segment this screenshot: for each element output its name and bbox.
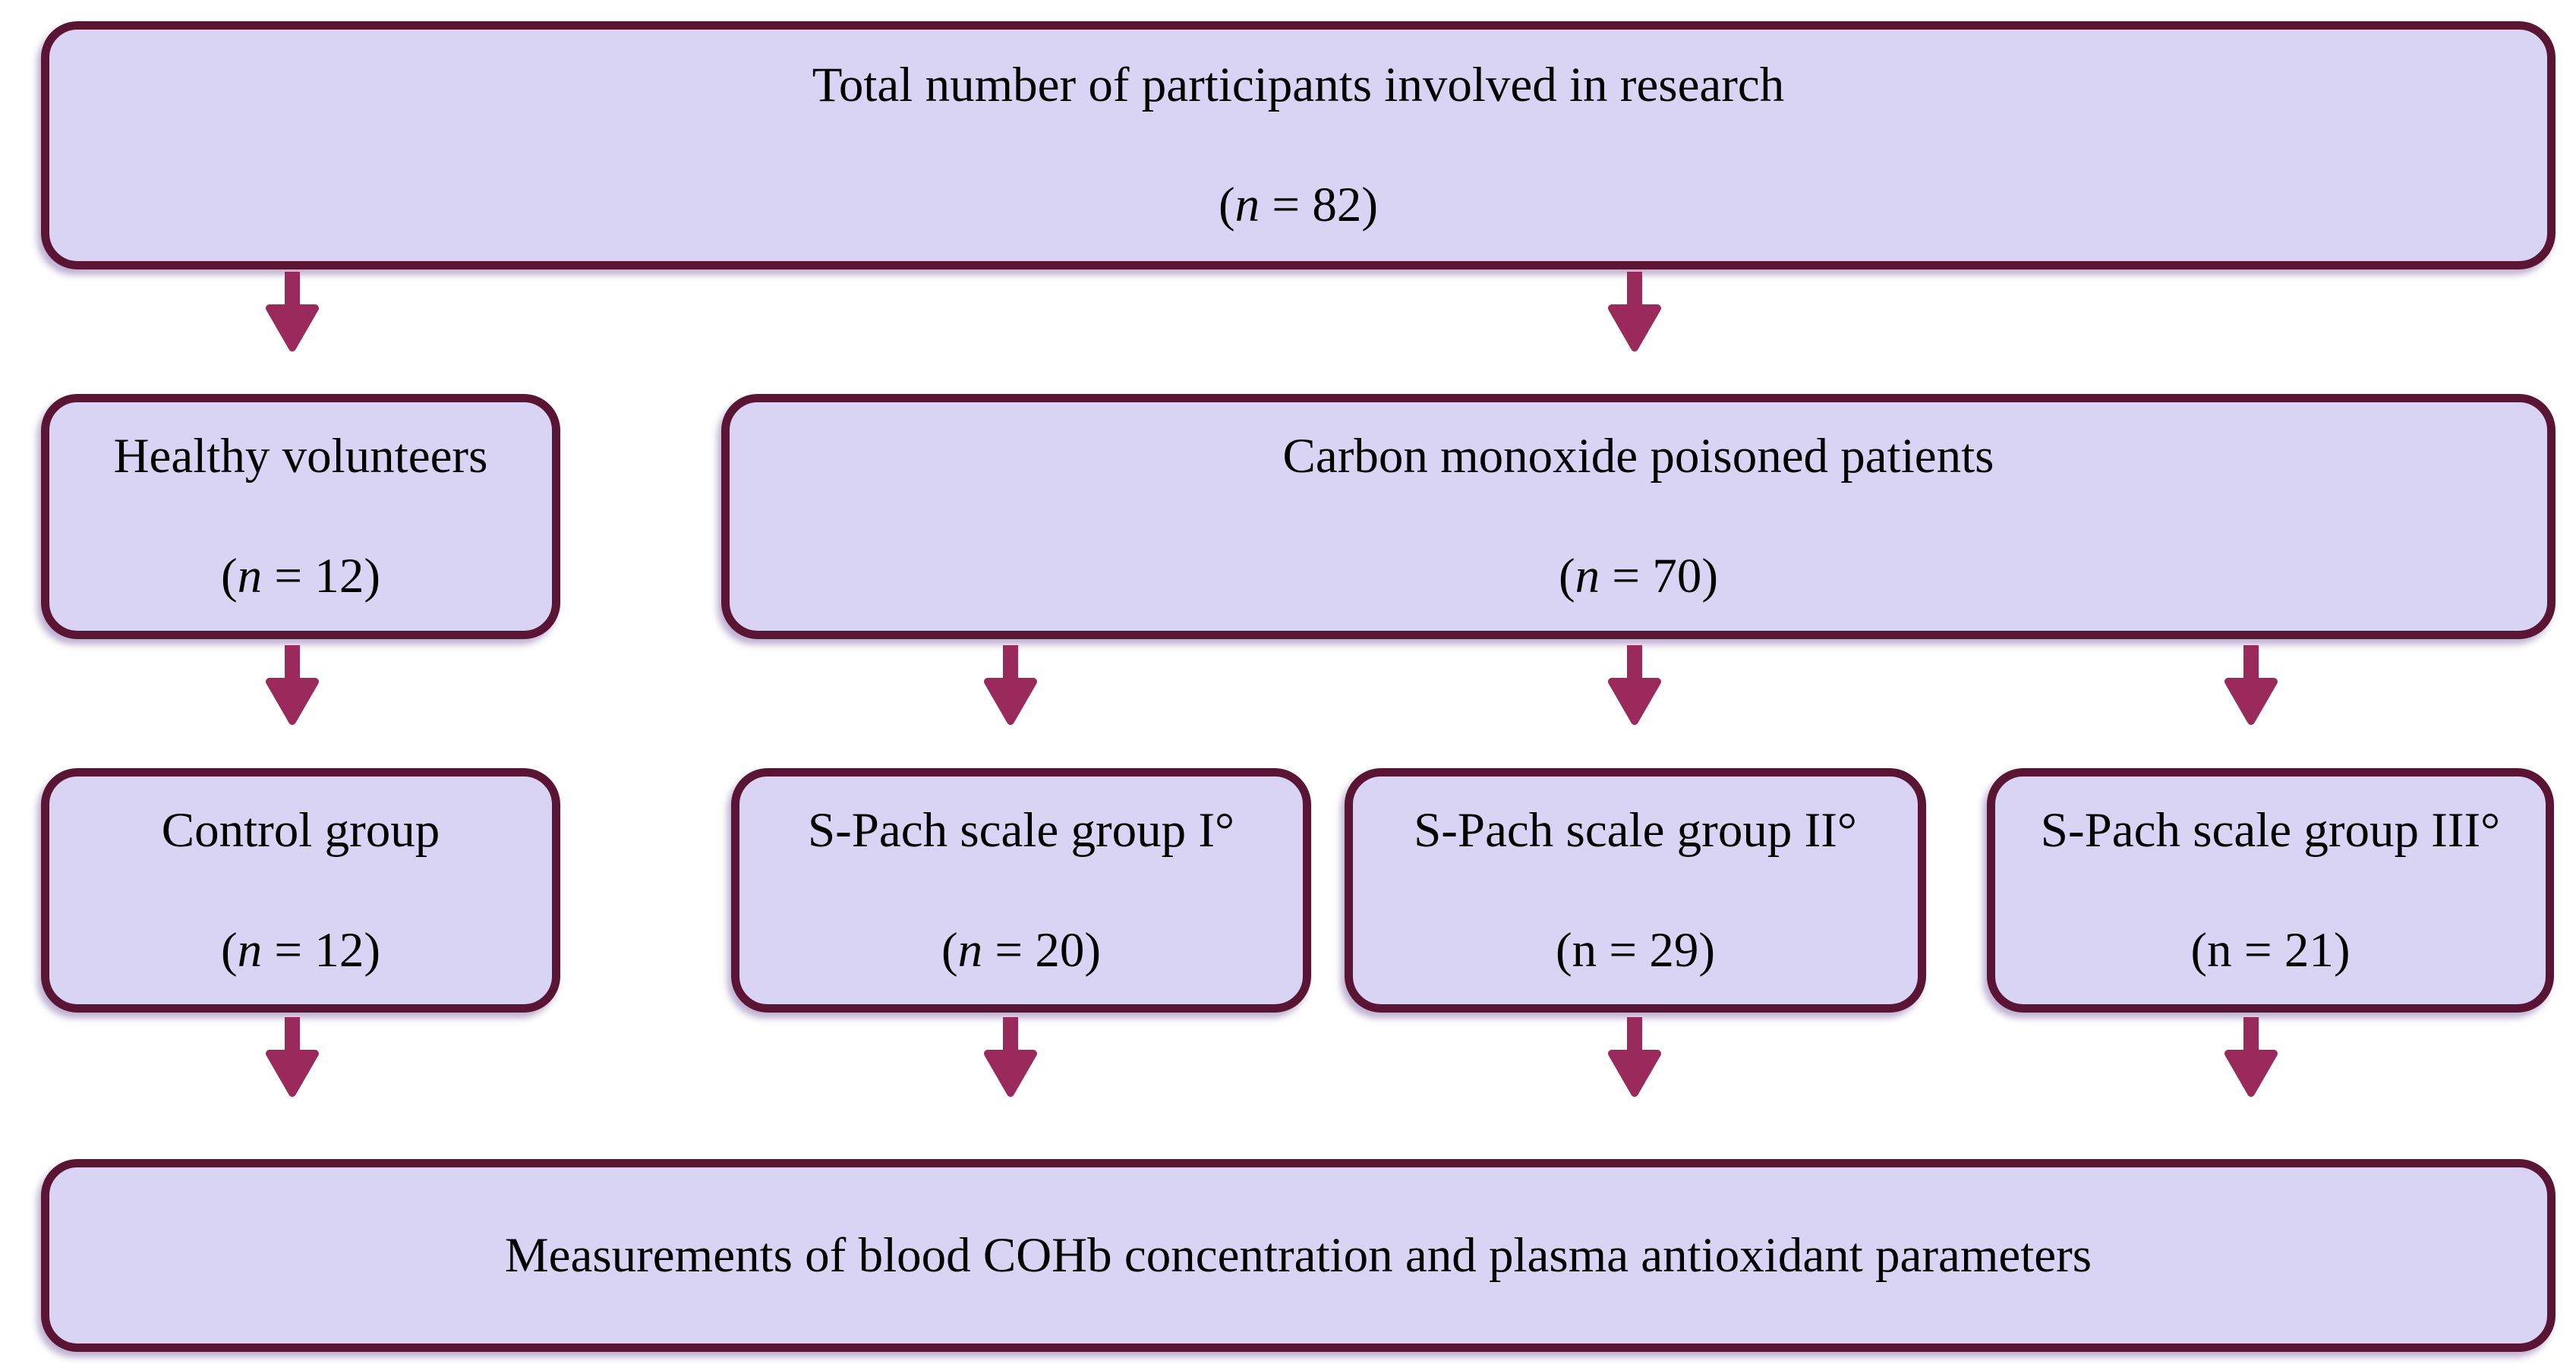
arrow-down-icon [984,1017,1037,1097]
flow-box-co-poisoned-patients: Carbon monoxide poisoned patients (n = 7… [721,394,2556,639]
flow-box-spach-group-1: S-Pach scale group I° (n = 20) [731,768,1311,1013]
flow-box-control-group: Control group (n = 12) [41,768,560,1013]
arrow-down-icon [266,645,319,725]
box-count: (n = 29) [1556,922,1715,978]
flow-box-spach-group-2: S-Pach scale group II° (n = 29) [1345,768,1926,1013]
box-count: (n = 70) [1559,549,1718,603]
box-title: Carbon monoxide poisoned patients [1282,429,1994,484]
arrow-down-icon [1608,645,1661,725]
arrow-down-icon [1608,272,1661,351]
box-title: S-Pach scale group II° [1414,802,1857,858]
arrow-down-icon [2224,1017,2278,1097]
box-count: (n = 20) [941,922,1101,978]
box-title: Control group [161,802,440,858]
box-title: Healthy volunteers [113,429,488,484]
box-count: (n = 21) [2190,922,2351,978]
box-count: (n = 12) [221,922,380,978]
arrow-down-icon [2224,645,2278,725]
arrow-down-icon [266,1017,319,1097]
flow-box-total-participants: Total number of participants involved in… [41,21,2556,269]
arrow-down-icon [266,272,319,351]
box-title: Measurements of blood COHb concentration… [504,1227,2092,1283]
flow-box-spach-group-3: S-Pach scale group III° (n = 21) [1987,768,2554,1013]
box-title: S-Pach scale group I° [807,802,1235,858]
arrow-down-icon [1608,1017,1661,1097]
flow-box-measurements: Measurements of blood COHb concentration… [41,1159,2556,1352]
flow-box-healthy-volunteers: Healthy volunteers (n = 12) [41,394,560,639]
box-title: Total number of participants involved in… [812,58,1785,113]
box-count: (n = 82) [1219,178,1378,232]
arrow-down-icon [984,645,1037,725]
box-title: S-Pach scale group III° [2040,802,2501,858]
box-count: (n = 12) [221,549,380,603]
